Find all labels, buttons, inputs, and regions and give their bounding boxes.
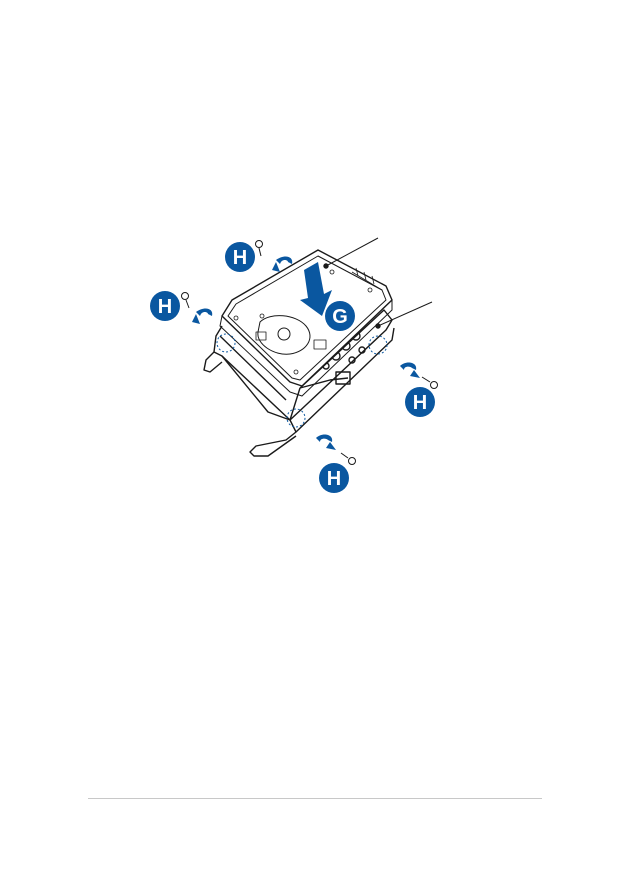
step-badge-label: H bbox=[233, 247, 247, 269]
footer-divider bbox=[88, 798, 542, 799]
step-badge-label: H bbox=[327, 468, 341, 490]
step-badge-g: G bbox=[325, 301, 355, 331]
screw-icon bbox=[422, 377, 438, 389]
step-badge-label: G bbox=[332, 306, 348, 328]
rotate-clockwise-icon bbox=[316, 435, 336, 450]
step-badge-h-left: H bbox=[150, 291, 180, 321]
rotate-clockwise-icon bbox=[400, 363, 420, 378]
screw-icon bbox=[341, 453, 356, 465]
step-badge-label: H bbox=[413, 392, 427, 414]
step-badge-label: H bbox=[158, 296, 172, 318]
screw-icon bbox=[182, 293, 190, 309]
rotate-clockwise-icon bbox=[192, 309, 212, 324]
step-badge-h-right: H bbox=[405, 387, 435, 417]
step-badge-h-bottom: H bbox=[319, 463, 349, 493]
step-badge-h-top: H bbox=[225, 242, 255, 272]
screw-icon bbox=[256, 241, 263, 257]
